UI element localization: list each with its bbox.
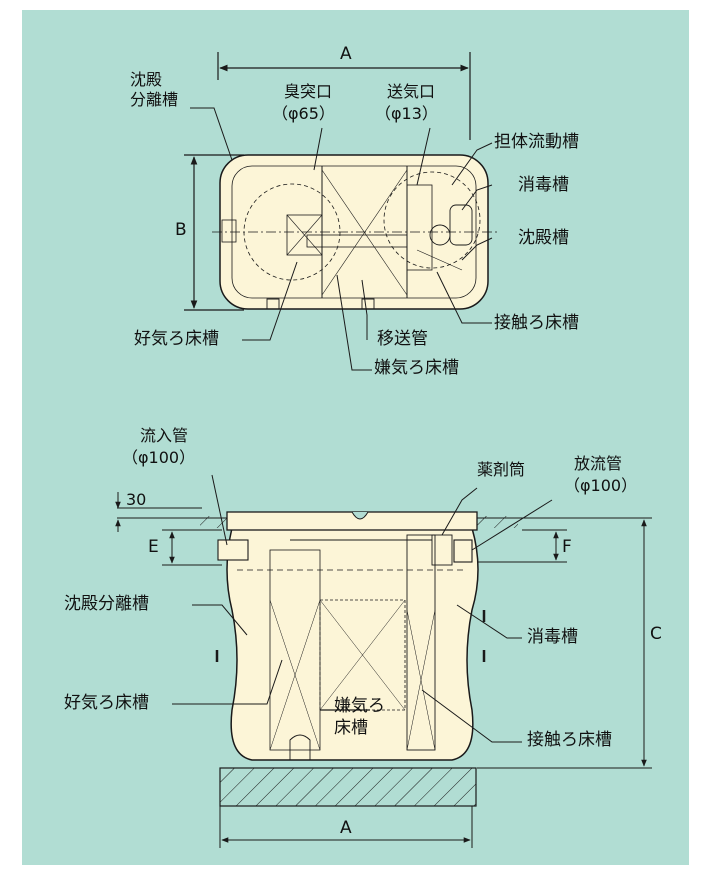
top-cross-2 (321, 169, 408, 296)
side-tank-body (226, 527, 479, 761)
dim-30-label: 30 (126, 490, 147, 509)
top-bottom-notches (266, 298, 375, 309)
ground-right (472, 516, 518, 528)
dim-c-label: C (650, 624, 662, 644)
side-aerobic-filter-tank-label: 好気ろ床槽 (64, 693, 149, 713)
dim-f-label: F (562, 537, 572, 557)
top-disinfect-circle (429, 224, 451, 246)
septic-tank-drawing (115, 52, 652, 848)
top-vent-circle (243, 183, 341, 281)
sedimentation-separation-tank-label-2: 分離槽 (130, 90, 179, 109)
carrier-flow-tank-label: 担体流動槽 (494, 132, 579, 152)
inflow-pipe-label: 流入管 (140, 426, 189, 445)
top-disinfect-box (449, 204, 473, 246)
air-supply-port-label: 送気口 (387, 82, 436, 101)
top-sedimentation-tank-label: 沈殿槽 (518, 228, 569, 248)
top-anaerobic-filter-tank-label: 嫌気ろ床槽 (374, 358, 459, 378)
sedimentation-separation-tank-label-1: 沈殿 (130, 70, 163, 89)
side-contact-filter-tank-label: 接触ろ床槽 (527, 730, 612, 750)
transfer-pipe-label: 移送管 (377, 329, 428, 349)
diagram-canvas: A B 沈殿 分離槽 臭突口 （φ65） 送気口 （φ13） 担体流動槽 消毒槽… (22, 10, 689, 865)
top-disinfection-tank-label: 消毒槽 (518, 175, 569, 195)
side-dim-a-label: A (340, 818, 352, 838)
top-leaders (190, 107, 493, 371)
side-anaerobic-filter-tank-label-1: 嫌気ろ (334, 696, 385, 716)
air-supply-port-size-label: （φ13） (375, 104, 438, 123)
side-outflow-pipe (453, 539, 473, 563)
side-dims (115, 492, 652, 848)
inflow-pipe-size-label: （φ100） (122, 448, 196, 467)
top-dim-b-label: B (175, 220, 187, 240)
side-view (117, 507, 646, 807)
side-sedimentation-separation-tank-label: 沈殿分離槽 (64, 594, 149, 614)
vent-port-size-label: （φ65） (272, 104, 335, 123)
chemical-cylinder-label: 薬剤筒 (477, 460, 526, 479)
vent-port-label: 臭突口 (284, 82, 333, 101)
dim-e-label: E (148, 537, 159, 557)
top-air-circle (383, 171, 481, 269)
side-tank-lid (226, 511, 478, 531)
side-inflow-pipe (217, 539, 249, 561)
side-leaders (172, 474, 553, 743)
top-view (184, 52, 497, 311)
top-dim-a-label: A (340, 44, 352, 64)
top-contact-filter-tank-label: 接触ろ床槽 (494, 313, 579, 333)
side-contact-chamber (406, 534, 436, 751)
top-contact-box (406, 184, 433, 271)
side-disinfection-tank-label: 消毒槽 (527, 627, 578, 647)
top-aerobic-filter-tank-label: 好気ろ床槽 (134, 329, 219, 349)
side-anaerobic-filter-tank-label-2: 床槽 (334, 718, 368, 738)
top-inflow-stub (221, 219, 237, 243)
base-slab (219, 767, 477, 807)
discharge-pipe-size-label: （φ100） (564, 476, 638, 495)
leader-sedimentation-separation (190, 107, 233, 161)
discharge-pipe-label: 放流管 (574, 454, 623, 473)
